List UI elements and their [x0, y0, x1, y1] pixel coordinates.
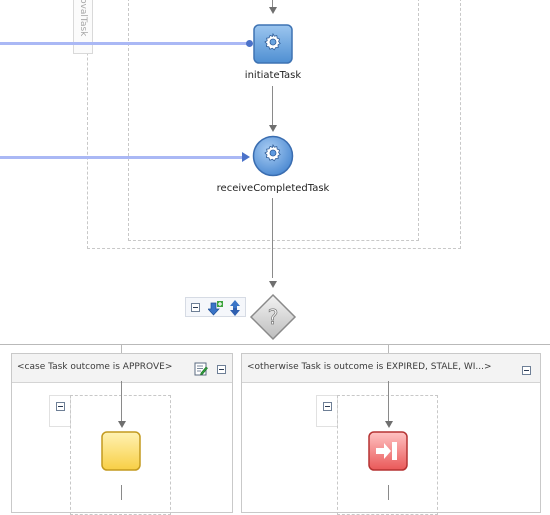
case-approve-flow-arrow — [118, 421, 126, 428]
scope-side-label: ApprovalTask — [78, 0, 88, 37]
receive-completed-task-label: receiveCompletedTask — [216, 183, 330, 194]
initiate-task-activity[interactable] — [253, 24, 293, 64]
flow-line-initiate-receive — [272, 86, 273, 126]
scope-inner-border — [128, 0, 419, 241]
case-approve-flow-line — [121, 381, 122, 421]
flow-arrow-top — [269, 7, 277, 14]
add-case-icon[interactable] — [208, 300, 224, 316]
throw-activity-icon — [368, 431, 408, 471]
branch-left-connector — [121, 344, 122, 353]
partner-link-dot — [246, 40, 253, 47]
gear-icon — [264, 143, 281, 162]
question-diamond-icon: ? — [249, 293, 297, 341]
flow-arrow-receive — [269, 125, 277, 132]
switch-activity[interactable]: ? — [249, 293, 297, 341]
case-otherwise-header: <otherwise Task is outcome is EXPIRED, S… — [242, 354, 540, 383]
case-approve-label: <case Task outcome is APPROVE> — [17, 362, 173, 372]
partner-link-initiate — [0, 42, 250, 45]
receive-completed-task-activity[interactable] — [252, 135, 294, 177]
case-approve-sequence-tab[interactable] — [49, 395, 71, 427]
switch-toolbar — [185, 297, 246, 317]
flow-arrow-switch — [269, 281, 277, 288]
empty-activity-icon — [101, 431, 141, 471]
partner-link-receive — [0, 156, 242, 159]
empty-activity[interactable] — [101, 431, 141, 471]
collapse-sequence-otherwise-button[interactable] — [323, 402, 332, 411]
svg-text:?: ? — [268, 305, 279, 329]
edit-condition-icon[interactable] — [194, 362, 208, 376]
collapse-sequence-approve-button[interactable] — [56, 402, 65, 411]
reorder-arrows-icon[interactable] — [228, 300, 242, 316]
collapse-switch-button[interactable] — [191, 303, 200, 312]
gear-icon — [264, 32, 281, 51]
throw-activity[interactable] — [368, 431, 408, 471]
partner-link-arrow — [242, 152, 250, 162]
branch-right-connector — [388, 344, 389, 353]
initiate-task-label: initiateTask — [244, 70, 302, 81]
collapse-case-otherwise-button[interactable] — [522, 366, 531, 375]
case-otherwise-sequence-tab[interactable] — [316, 395, 338, 427]
collapse-case-approve-button[interactable] — [217, 365, 226, 374]
case-approve-flow-line-bottom — [121, 485, 122, 500]
case-otherwise-flow-line — [388, 381, 389, 421]
scope-outer-border — [87, 0, 461, 249]
scope-side-tab[interactable]: ApprovalTask — [73, 0, 93, 54]
flow-line-receive-switch — [272, 198, 273, 278]
case-otherwise-flow-arrow — [385, 421, 393, 428]
case-otherwise-flow-line-bottom — [388, 485, 389, 500]
flow-line-top — [272, 0, 273, 7]
switch-branch-line — [0, 344, 550, 345]
case-otherwise-label: <otherwise Task is outcome is EXPIRED, S… — [247, 362, 492, 372]
